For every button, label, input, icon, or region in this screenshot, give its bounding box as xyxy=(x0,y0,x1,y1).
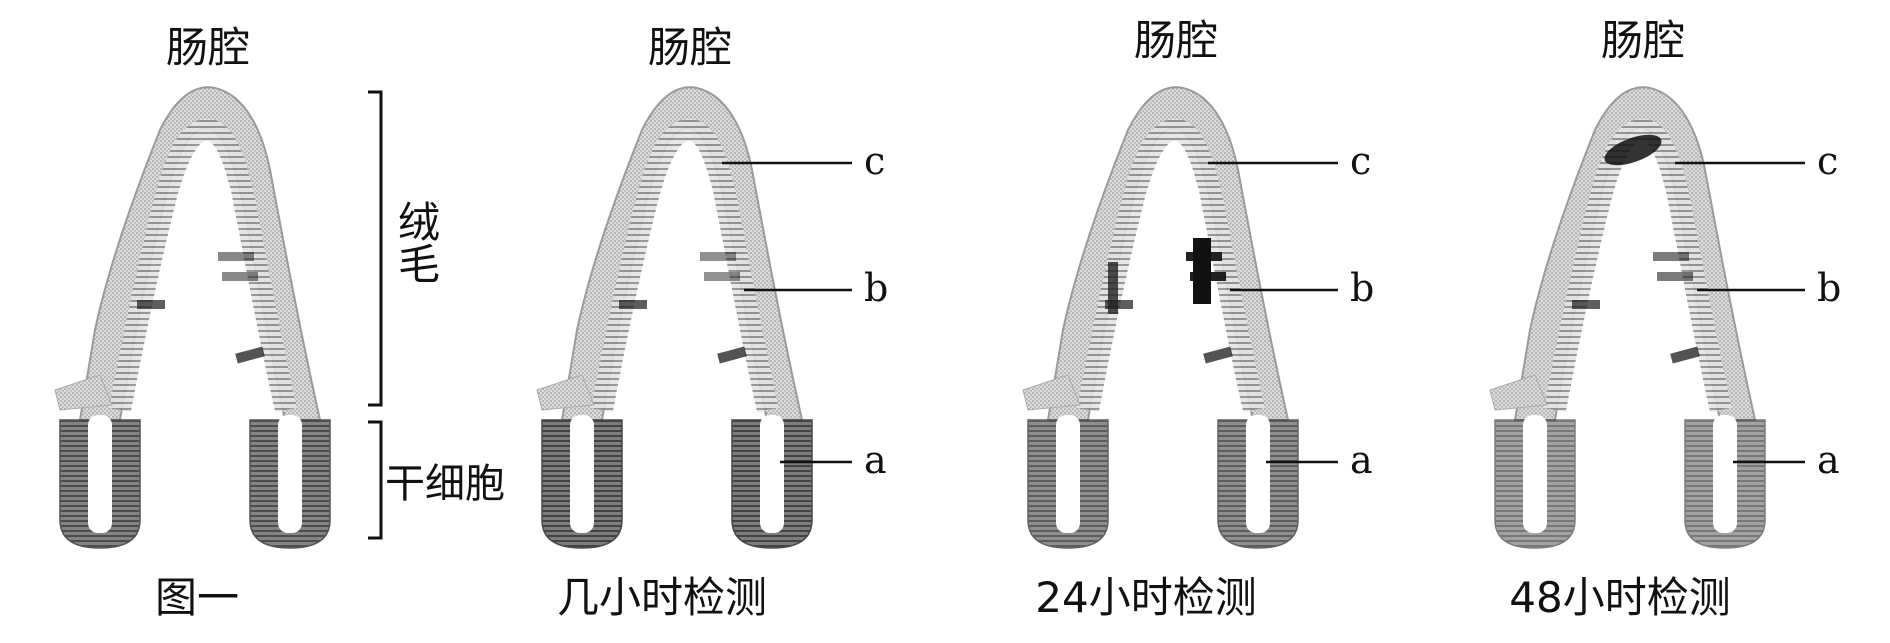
right-crypt-lumen xyxy=(1713,415,1737,533)
band-left xyxy=(1105,300,1133,309)
panel-caption: 48小时检测 xyxy=(1509,573,1730,622)
villus-cell-layer xyxy=(109,118,297,413)
villus-stub xyxy=(54,374,113,411)
villus-stub xyxy=(536,374,595,411)
panel-24h: 肠腔 c b a 24小时检测 xyxy=(1022,16,1374,622)
villus-bracket: 绒毛 xyxy=(368,90,441,407)
stem-cell-bracket: 干细胞 xyxy=(368,420,505,540)
villus-stub xyxy=(1022,374,1081,411)
band-left xyxy=(1572,300,1600,309)
villus-figure: c b a xyxy=(1489,86,1841,549)
band-b-upper xyxy=(218,252,254,261)
right-crypt-lumen xyxy=(1246,415,1270,533)
stain-b-column xyxy=(1193,238,1211,304)
right-crypt-lumen xyxy=(760,415,784,533)
villus-bracket-label: 绒毛 xyxy=(392,200,441,284)
band-lower-right xyxy=(717,346,747,364)
label-b: b xyxy=(1817,266,1841,310)
stain-left-column xyxy=(1108,262,1118,314)
left-crypt-lumen xyxy=(88,415,112,533)
panel-caption: 图一 xyxy=(155,573,239,622)
villus-cell-layer xyxy=(1544,118,1732,413)
stain-tip-c xyxy=(1604,134,1662,166)
villus-cell-layer xyxy=(591,118,779,413)
panel-caption: 24小时检测 xyxy=(1035,573,1256,622)
stem-cell-bracket-label: 干细胞 xyxy=(385,461,505,507)
right-crypt-lumen xyxy=(278,415,302,533)
band-b-lower xyxy=(704,272,740,281)
panel-hours: 肠腔 c b a 几小时检测 xyxy=(536,23,888,622)
band-b-upper xyxy=(1653,252,1689,261)
panel-initial: 肠腔 图一 xyxy=(54,23,331,622)
villus-stub xyxy=(1489,374,1548,411)
label-c: c xyxy=(864,139,885,183)
villus-figure xyxy=(54,86,331,549)
left-crypt-lumen xyxy=(1056,415,1080,533)
panel-caption: 几小时检测 xyxy=(557,573,767,622)
band-lower-right xyxy=(1203,346,1233,364)
band-left xyxy=(619,300,647,309)
band-lower-right xyxy=(1670,346,1700,364)
band-b-upper xyxy=(700,252,736,261)
label-b: b xyxy=(864,266,888,310)
lumen-label: 肠腔 xyxy=(166,23,250,72)
label-a: a xyxy=(1817,438,1840,482)
lumen-label: 肠腔 xyxy=(1134,16,1218,65)
label-c: c xyxy=(1817,139,1838,183)
left-crypt-lumen xyxy=(570,415,594,533)
band-b-lower xyxy=(222,272,258,281)
villus-figure: c b a xyxy=(536,86,888,549)
label-a: a xyxy=(1350,438,1373,482)
lumen-label: 肠腔 xyxy=(1601,16,1685,65)
label-c: c xyxy=(1350,139,1371,183)
label-b: b xyxy=(1350,266,1374,310)
band-left xyxy=(137,300,165,309)
band-lower-right xyxy=(235,346,265,364)
panel-48h: 肠腔 c b a 48小时检测 xyxy=(1489,16,1841,622)
villus-figure: c b a xyxy=(1022,86,1374,549)
label-a: a xyxy=(864,438,887,482)
left-crypt-lumen xyxy=(1523,415,1547,533)
band-b-lower xyxy=(1657,272,1693,281)
lumen-label: 肠腔 xyxy=(648,23,732,72)
